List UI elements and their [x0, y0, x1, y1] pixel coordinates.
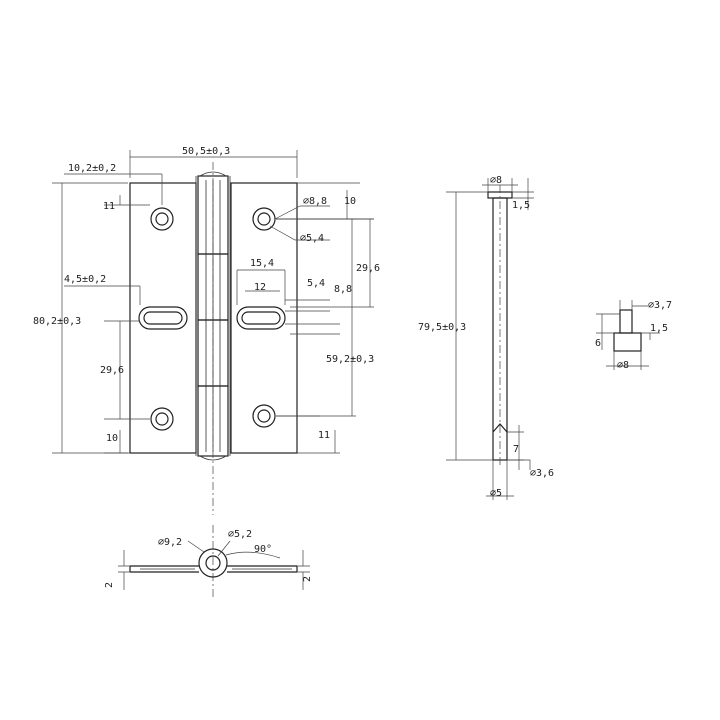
- dim-pin-length: 79,5±0,3: [418, 322, 466, 333]
- right-leaf-section: [227, 565, 298, 573]
- dim-leaf-thickness-left: 2: [104, 582, 115, 588]
- dim-bottom-hole-offset-right: 11: [318, 430, 330, 441]
- angle-arc: [225, 551, 281, 559]
- pin-view: ⌀8 1,5 79,5±0,3 7 ⌀3,6 ⌀5: [418, 175, 554, 500]
- dim-hole-spacing-right: 29,6: [356, 263, 380, 274]
- dim-knuckle-outer-dia: ⌀9,2: [158, 537, 182, 548]
- dim-countersink-dia: ⌀8,8: [303, 196, 327, 207]
- left-leaf-section: [129, 565, 199, 573]
- front-view: 50,5±0,3 10,2±0,2 4,5±0,2 80,2±0,3 11 29…: [33, 146, 380, 515]
- knuckle-outer: [198, 548, 228, 578]
- knuckle-shading: [195, 176, 231, 456]
- pin-tip: [492, 423, 508, 433]
- dim-slot-countersink-width: 8,8: [334, 284, 352, 295]
- dim-leaf-thickness-right: 2: [302, 576, 313, 582]
- dim-slot-length-inner: 12: [254, 282, 266, 293]
- dim-hole-edge-offset: 10,2±0,2: [68, 163, 116, 174]
- end-dimension-lines: [118, 540, 310, 590]
- dim-pin-tip-dia: ⌀5: [490, 488, 502, 499]
- dim-slot-width: 5,4: [307, 278, 325, 289]
- knuckle-inner: [205, 555, 221, 571]
- end-view: ⌀9,2 ⌀5,2 90° 2 2: [104, 525, 313, 600]
- right-bottom-hole: [252, 404, 276, 428]
- pin-dimension-lines: [446, 178, 534, 500]
- dim-pin-head-dia: ⌀8: [490, 175, 502, 186]
- right-slot: [236, 306, 286, 330]
- dim-opening-angle: 90°: [254, 544, 272, 555]
- dim-overall-height: 80,2±0,3: [33, 316, 81, 327]
- dim-hole-to-hole-right: 59,2±0,3: [326, 354, 374, 365]
- left-top-hole: [150, 207, 174, 231]
- dim-top-hole-offset-right: 10: [344, 196, 356, 207]
- cap-view: ⌀3,7 6 1,5 ⌀8: [595, 300, 672, 371]
- cap-stem: [619, 309, 633, 334]
- right-leaf: [230, 182, 298, 454]
- dim-slot-length-outer: 15,4: [250, 258, 274, 269]
- dim-knuckle-inner-dia: ⌀5,2: [228, 529, 252, 540]
- dim-top-hole-offset-left: 11: [103, 201, 115, 212]
- dim-pin-tip-length: 7: [513, 444, 519, 455]
- dim-slot-to-hole-left: 29,6: [100, 365, 124, 376]
- dim-bottom-hole-offset-left: 10: [106, 433, 118, 444]
- dim-slot-edge-offset: 4,5±0,2: [64, 274, 106, 285]
- dim-cap-height: 6: [595, 338, 601, 349]
- dim-pin-head-height: 1,5: [512, 200, 530, 211]
- front-dimension-lines: [52, 150, 374, 454]
- dim-cap-rim: 1,5: [650, 323, 668, 334]
- dim-hole-dia: ⌀5,4: [300, 233, 324, 244]
- dim-cap-dia: ⌀8: [617, 360, 629, 371]
- cap-dimension-lines: [596, 300, 660, 370]
- dim-pin-dia: ⌀3,6: [530, 468, 554, 479]
- left-slot: [138, 306, 188, 330]
- dim-cap-bore-dia: ⌀3,7: [648, 300, 672, 311]
- left-bottom-hole: [150, 407, 174, 431]
- dim-overall-width: 50,5±0,3: [182, 146, 230, 157]
- cap-body: [613, 332, 642, 352]
- pin-heads: [199, 171, 227, 461]
